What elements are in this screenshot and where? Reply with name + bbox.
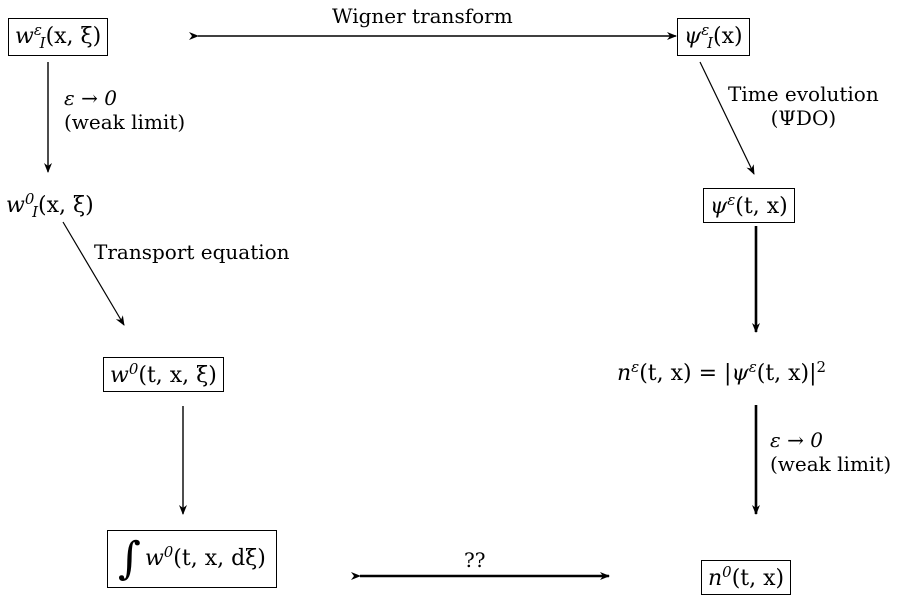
label-eps-to-zero-left: ε → 0 xyxy=(64,86,117,110)
node-psi-time: ψε(t, x) xyxy=(703,188,795,224)
label-wigner-transform: Wigner transform xyxy=(332,4,513,28)
label-time-evolution: Time evolution (ΨDO) xyxy=(728,82,879,130)
node-density-limit: n0(t, x) xyxy=(701,560,792,596)
node-w0-time: w0(t, x, ξ) xyxy=(103,357,224,393)
label-unknown: ?? xyxy=(464,548,486,572)
node-wigner-initial: wεI(x, ξ) xyxy=(8,18,109,56)
label-weak-limit-left: ε → 0 (weak limit) xyxy=(64,86,185,134)
label-eps-to-zero-right: ε → 0 xyxy=(770,428,823,452)
node-density-eps: nε(t, x) = |ψε(t, x)|2 xyxy=(617,358,827,387)
arrow-transport xyxy=(62,221,125,326)
label-weak-limit-left-text: (weak limit) xyxy=(64,110,186,134)
node-psi-initial: ψεI(x) xyxy=(677,18,750,56)
arrow-time-evolution xyxy=(699,61,755,175)
label-time-evolution-text: Time evolution xyxy=(728,82,879,106)
label-weak-limit-right-text: (weak limit) xyxy=(770,452,892,476)
node-integral-w0: ∫w0(t, x, dξ) xyxy=(107,530,277,588)
label-weak-limit-right: ε → 0 (weak limit) xyxy=(770,428,891,476)
node-wigner-limit-initial: w0I(x, ξ) xyxy=(6,190,94,221)
label-transport-equation: Transport equation xyxy=(94,240,290,264)
label-psido: (ΨDO) xyxy=(770,106,837,130)
